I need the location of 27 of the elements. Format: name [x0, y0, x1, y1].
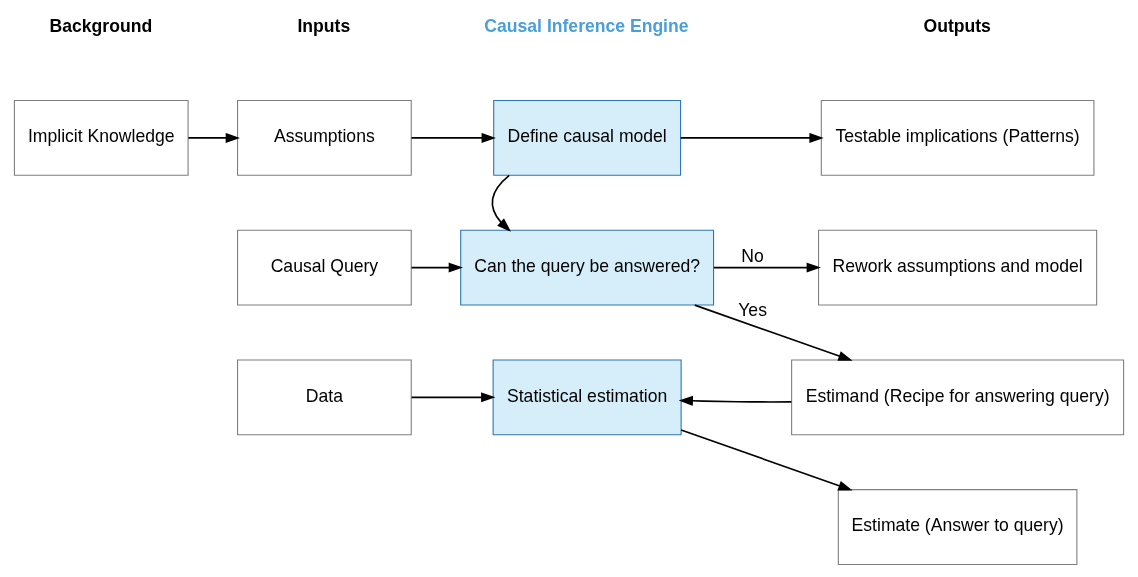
arrow	[491, 174, 511, 232]
node-box: Data	[237, 359, 412, 436]
node-box: Implicit Knowledge	[13, 99, 189, 176]
arrow	[187, 132, 240, 143]
node-box: Rework assumptions and model	[818, 229, 1098, 306]
edge-label: No	[741, 245, 764, 266]
node-box: Can the query be answered?	[460, 229, 715, 306]
node-box: Causal Query	[237, 229, 412, 306]
node-box: Estimand (Recipe for answering query)	[791, 359, 1125, 436]
arrow	[679, 132, 824, 143]
label: Inputs	[297, 16, 351, 37]
arrow	[678, 395, 793, 406]
node-box: Assumptions	[237, 99, 412, 176]
arrow	[410, 392, 496, 403]
arrow	[693, 304, 853, 361]
arrow	[410, 132, 496, 143]
arrow	[713, 262, 821, 273]
label: Outputs	[923, 16, 991, 37]
node-box: Testable implications (Patterns)	[820, 99, 1095, 176]
arrow	[410, 262, 463, 273]
edge-label: Yes	[738, 299, 767, 320]
label: Background	[49, 16, 153, 37]
node-box: Statistical estimation	[492, 359, 682, 436]
node-box: Estimate (Answer to query)	[837, 489, 1078, 565]
label: Causal Inference Engine	[484, 16, 689, 37]
node-box: Define causal model	[493, 99, 682, 176]
arrow	[680, 429, 853, 491]
